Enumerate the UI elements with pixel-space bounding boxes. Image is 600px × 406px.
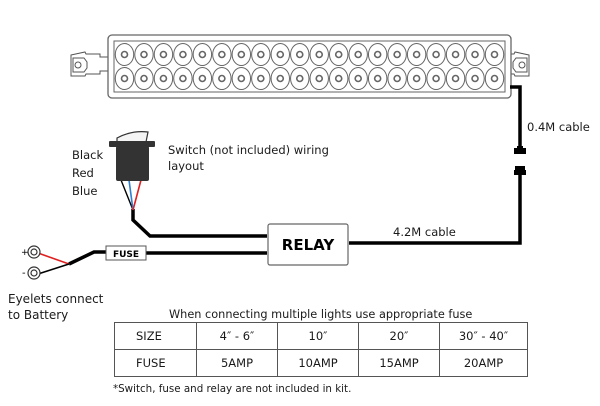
led [445, 67, 466, 90]
led [484, 67, 505, 90]
led [134, 43, 154, 66]
row-header: FUSE [114, 349, 197, 377]
led [406, 67, 427, 90]
led [309, 43, 329, 66]
table-row-fuse: FUSE 5AMP 10AMP 15AMP 20AMP [114, 349, 528, 377]
led [406, 43, 427, 66]
battery-note-line1: Eyelets connect [8, 292, 104, 306]
fuse-table-title: When connecting multiple lights use appr… [169, 308, 473, 321]
led [192, 67, 213, 90]
led [231, 67, 252, 90]
led [348, 43, 368, 66]
negative-eyelet [27, 266, 41, 280]
relay-label: RELAY [282, 236, 336, 254]
led [426, 67, 446, 90]
rocker-button [116, 131, 149, 143]
led [173, 43, 193, 66]
led [114, 67, 135, 90]
fuse-label: FUSE [113, 250, 139, 260]
switch-to-relay-wire [131, 209, 267, 238]
switch-bezel [109, 141, 155, 147]
short-cable-label: 0.4M cable [527, 120, 590, 134]
row-header: SIZE [114, 322, 197, 350]
wire-color-blue-label: Blue [72, 184, 98, 198]
led [290, 43, 310, 66]
table-cell: 30″ - 40″ [439, 322, 528, 350]
led [367, 67, 388, 90]
switch-note-line1: Switch (not included) wiring [168, 143, 329, 157]
led [426, 43, 446, 66]
table-cell: 20″ [358, 322, 440, 350]
led [309, 67, 329, 90]
led [387, 43, 407, 66]
wire-color-black-label: Black [72, 148, 104, 162]
footnote: *Switch, fuse and relay are not included… [113, 383, 352, 395]
led [270, 67, 290, 90]
right-mounting-bracket [499, 51, 530, 77]
light-bar-lens [113, 40, 506, 93]
table-cell: 4″ - 6″ [196, 322, 278, 350]
wire-color-red-label: Red [72, 166, 94, 180]
led [329, 67, 349, 90]
led [153, 43, 174, 66]
led [192, 43, 213, 66]
led [212, 67, 232, 90]
long-cable-label: 4.2M cable [393, 225, 456, 239]
switch-body [116, 146, 149, 181]
light-bar-lead-wire [510, 85, 522, 147]
main-cable-4-2m [349, 175, 522, 245]
led [329, 43, 349, 66]
switch-note-line2: layout [168, 159, 204, 173]
table-cell: 10″ [277, 322, 359, 350]
led [231, 43, 252, 66]
led [290, 67, 310, 90]
led-light-bar [70, 34, 530, 99]
positive-red-wire [37, 252, 70, 265]
fuse-box [105, 245, 147, 261]
table-cell: 10AMP [277, 349, 359, 377]
left-mounting-bracket [70, 51, 109, 77]
negative-black-wire [37, 263, 70, 275]
table-row-size: SIZE 4″ - 6″ 10″ 20″ 30″ - 40″ [114, 322, 528, 350]
led [465, 43, 485, 66]
battery-note-line2: to Battery [8, 308, 69, 322]
table-cell: 15AMP [358, 349, 440, 377]
connector-plug-top [514, 146, 526, 154]
led [445, 43, 466, 66]
led [134, 67, 154, 90]
led [251, 43, 271, 66]
table-cell: 5AMP [196, 349, 278, 377]
led [270, 43, 290, 66]
led [387, 67, 407, 90]
positive-eyelet [27, 245, 41, 259]
switch-red-wire [132, 179, 142, 211]
wires [37, 85, 526, 275]
led [348, 67, 368, 90]
fuse-table: SIZE 4″ - 6″ 10″ 20″ 30″ - 40″ FUSE 5AMP… [114, 322, 528, 377]
negative-sign: - [22, 268, 26, 279]
led [173, 67, 193, 90]
led [212, 43, 232, 66]
led [367, 43, 388, 66]
switch-blue-wire [128, 179, 134, 211]
led [153, 67, 174, 90]
led [465, 67, 485, 90]
connector-plug-bottom [514, 166, 526, 175]
battery-to-fuse-wire [68, 250, 107, 266]
positive-sign: + [21, 248, 29, 258]
led [114, 43, 135, 66]
table-cell: 20AMP [439, 349, 528, 377]
led [251, 67, 271, 90]
switch-black-wire [120, 179, 134, 211]
relay-box [267, 223, 349, 266]
led [484, 43, 505, 66]
rocker-switch [109, 131, 155, 211]
